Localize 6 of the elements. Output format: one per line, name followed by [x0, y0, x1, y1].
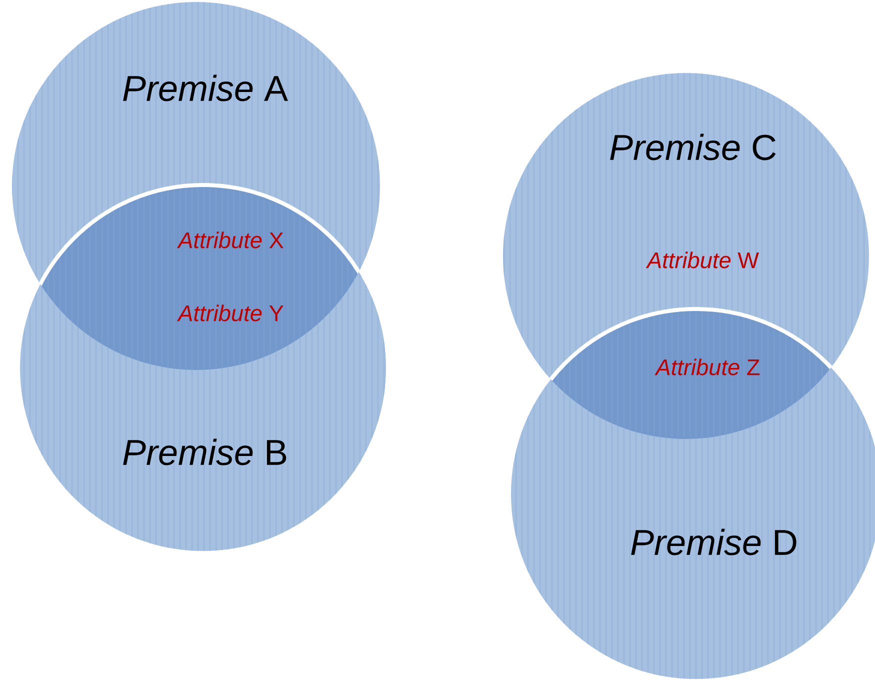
- attribute-label: Attribute X: [176, 232, 284, 248]
- attribute-label: Attribute W: [646, 252, 759, 268]
- node-label: Premise B: [123, 438, 286, 466]
- attribute-label: Attribute Y: [176, 304, 284, 322]
- attribute-label: Attribute Z: [654, 358, 760, 376]
- node-label: Premise D: [631, 528, 796, 556]
